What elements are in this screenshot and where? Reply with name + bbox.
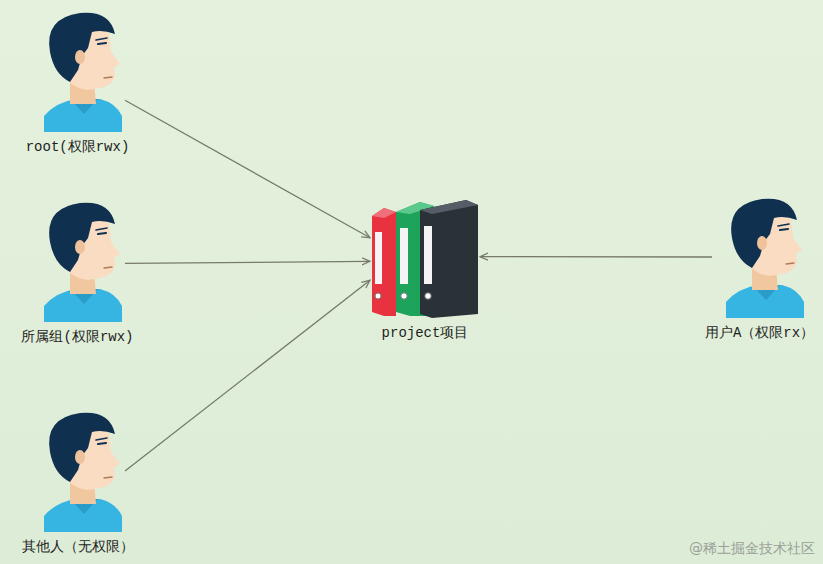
person-figure — [44, 13, 122, 132]
person-node: 其他人（无权限） — [30, 410, 125, 532]
person-node: root(权限rwx) — [30, 10, 125, 132]
node-caption: root(权限rwx) — [26, 138, 130, 156]
project-node: project项目 — [370, 200, 480, 318]
binder-folders — [372, 200, 478, 318]
node-caption: 其他人（无权限） — [22, 538, 134, 556]
arrow-connector — [125, 100, 370, 237]
arrow-connector — [125, 261, 370, 263]
person-node: 所属组(权限rwx) — [30, 200, 125, 322]
arrow-connector — [125, 280, 370, 471]
watermark: @稀土掘金技术社区 — [689, 540, 815, 558]
person-figure — [44, 413, 122, 532]
person-figure — [44, 203, 122, 322]
person-figure — [726, 199, 804, 318]
node-caption: project项目 — [382, 324, 469, 342]
arrow-connector — [480, 256, 712, 258]
node-caption: 所属组(权限rwx) — [21, 328, 133, 346]
node-caption: 用户A（权限rx） — [705, 324, 814, 342]
person-node: 用户A（权限rx） — [712, 196, 807, 318]
